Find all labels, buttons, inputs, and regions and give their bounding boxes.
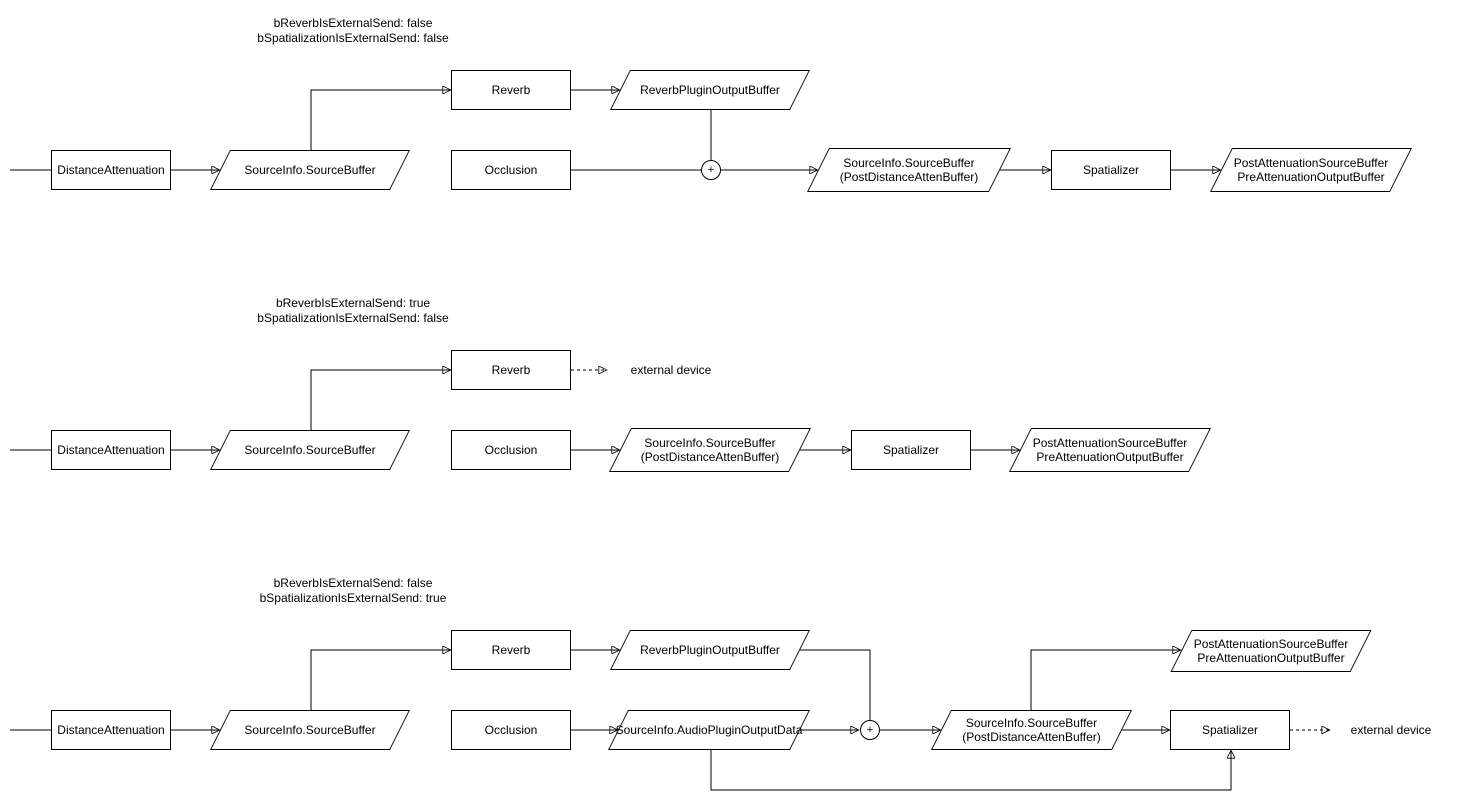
audio-plugin-output-data-parallelogram: SourceInfo.AudioPluginOutputData: [607, 710, 811, 750]
reverb-plugin-output-buffer-parallelogram: ReverbPluginOutputBuffer: [609, 630, 811, 670]
source-buffer-parallelogram: SourceInfo.SourceBuffer: [209, 430, 411, 470]
connector-row3-reverbbuffer-to-sum: [800, 649, 871, 720]
post-distance-atten-buffer-label-line1: SourceInfo.SourceBuffer: [644, 436, 776, 450]
reverb-plugin-output-buffer-parallelogram: ReverbPluginOutputBuffer: [609, 70, 811, 110]
post-attenuation-buffer-parallelogram: PostAttenuationSourceBuffer PreAttenuati…: [1209, 148, 1413, 192]
post-distance-atten-buffer-label-line1: SourceInfo.SourceBuffer: [965, 716, 1098, 730]
distance-attenuation-node: DistanceAttenuation: [51, 150, 171, 190]
occlusion-node: Occlusion: [451, 150, 571, 190]
config-label-row1: bReverbIsExternalSend: false bSpatializa…: [203, 16, 503, 46]
reverb-plugin-output-buffer-label: ReverbPluginOutputBuffer: [640, 83, 780, 97]
reverb-node: Reverb: [451, 350, 571, 390]
distance-attenuation-node: DistanceAttenuation: [51, 710, 171, 750]
reverb-node: Reverb: [451, 70, 571, 110]
post-distance-atten-buffer-parallelogram: SourceInfo.SourceBuffer (PostDistanceAtt…: [806, 148, 1012, 192]
post-distance-atten-buffer-label-line2: (PostDistanceAttenBuffer): [839, 170, 979, 184]
distance-attenuation-label: DistanceAttenuation: [57, 723, 165, 737]
source-buffer-label: SourceInfo.SourceBuffer: [244, 163, 376, 177]
source-buffer-label: SourceInfo.SourceBuffer: [244, 443, 376, 457]
reverb-label: Reverb: [491, 363, 531, 377]
post-attenuation-buffer-label-line2: PreAttenuationOutputBuffer: [1036, 450, 1184, 464]
occlusion-label: Occlusion: [484, 163, 538, 177]
spatializer-node: Spatializer: [1051, 150, 1171, 190]
reverb-label: Reverb: [491, 83, 531, 97]
connector-row3-pluginoutput-to-spatializer-feedback: [710, 750, 1231, 791]
post-attenuation-buffer-label-line1: PostAttenuationSourceBuffer: [1193, 637, 1349, 651]
post-distance-atten-buffer-parallelogram: SourceInfo.SourceBuffer (PostDistanceAtt…: [608, 428, 812, 472]
post-attenuation-buffer-parallelogram: PostAttenuationSourceBuffer PreAttenuati…: [1170, 630, 1372, 672]
post-distance-atten-buffer-label-line2: (PostDistanceAttenBuffer): [640, 450, 780, 464]
post-attenuation-buffer-label-line1: PostAttenuationSourceBuffer: [1032, 436, 1188, 450]
plus-icon: +: [707, 163, 715, 176]
post-attenuation-buffer-label-line1: PostAttenuationSourceBuffer: [1233, 156, 1389, 170]
post-attenuation-buffer-parallelogram: PostAttenuationSourceBuffer PreAttenuati…: [1008, 428, 1212, 472]
config-spatialization-send-line: bSpatializationIsExternalSend: false: [257, 31, 449, 45]
reverb-node: Reverb: [451, 630, 571, 670]
config-spatialization-send-line: bSpatializationIsExternalSend: false: [257, 311, 449, 325]
occlusion-node: Occlusion: [451, 710, 571, 750]
spatializer-label: Spatializer: [882, 443, 940, 457]
source-buffer-parallelogram: SourceInfo.SourceBuffer: [209, 150, 411, 190]
config-reverb-send-line: bReverbIsExternalSend: false: [273, 576, 433, 590]
distance-attenuation-node: DistanceAttenuation: [51, 430, 171, 470]
occlusion-label: Occlusion: [484, 723, 538, 737]
occlusion-label: Occlusion: [484, 443, 538, 457]
spatializer-node: Spatializer: [851, 430, 971, 470]
distance-attenuation-label: DistanceAttenuation: [57, 443, 165, 457]
config-label-row2: bReverbIsExternalSend: true bSpatializat…: [203, 296, 503, 326]
post-attenuation-buffer-label-line2: PreAttenuationOutputBuffer: [1237, 170, 1385, 184]
config-reverb-send-line: bReverbIsExternalSend: false: [273, 16, 433, 30]
post-distance-atten-buffer-label-line2: (PostDistanceAttenBuffer): [962, 730, 1101, 744]
sum-junction: +: [701, 160, 721, 180]
external-device-label: external device: [630, 363, 712, 377]
external-device-label: external device: [1350, 723, 1432, 737]
source-buffer-label: SourceInfo.SourceBuffer: [244, 723, 376, 737]
spatializer-label: Spatializer: [1201, 723, 1259, 737]
distance-attenuation-label: DistanceAttenuation: [57, 163, 165, 177]
reverb-plugin-output-buffer-label: ReverbPluginOutputBuffer: [640, 643, 780, 657]
sum-junction: +: [860, 720, 880, 740]
spatializer-label: Spatializer: [1082, 163, 1140, 177]
spatializer-node: Spatializer: [1170, 710, 1290, 750]
audio-plugin-output-data-label: SourceInfo.AudioPluginOutputData: [615, 723, 803, 737]
reverb-label: Reverb: [491, 643, 531, 657]
config-label-row3: bReverbIsExternalSend: false bSpatializa…: [203, 576, 503, 606]
connector-row1-sourcebuffer-to-reverb: [310, 90, 450, 150]
post-distance-atten-buffer-label-line1: SourceInfo.SourceBuffer: [843, 156, 975, 170]
connector-row3-sourcebuffer-to-reverb: [310, 650, 450, 710]
config-spatialization-send-line: bSpatializationIsExternalSend: true: [259, 591, 447, 605]
connector-row2-sourcebuffer-to-reverb: [310, 370, 450, 430]
config-reverb-send-line: bReverbIsExternalSend: true: [275, 296, 431, 310]
plus-icon: +: [866, 723, 874, 736]
post-attenuation-buffer-label-line2: PreAttenuationOutputBuffer: [1197, 651, 1345, 665]
post-distance-atten-buffer-parallelogram: SourceInfo.SourceBuffer (PostDistanceAtt…: [930, 710, 1133, 750]
connector-row3-postdistbuffer-to-postattenbuffer: [1030, 650, 1180, 710]
source-buffer-parallelogram: SourceInfo.SourceBuffer: [209, 710, 411, 750]
occlusion-node: Occlusion: [451, 430, 571, 470]
